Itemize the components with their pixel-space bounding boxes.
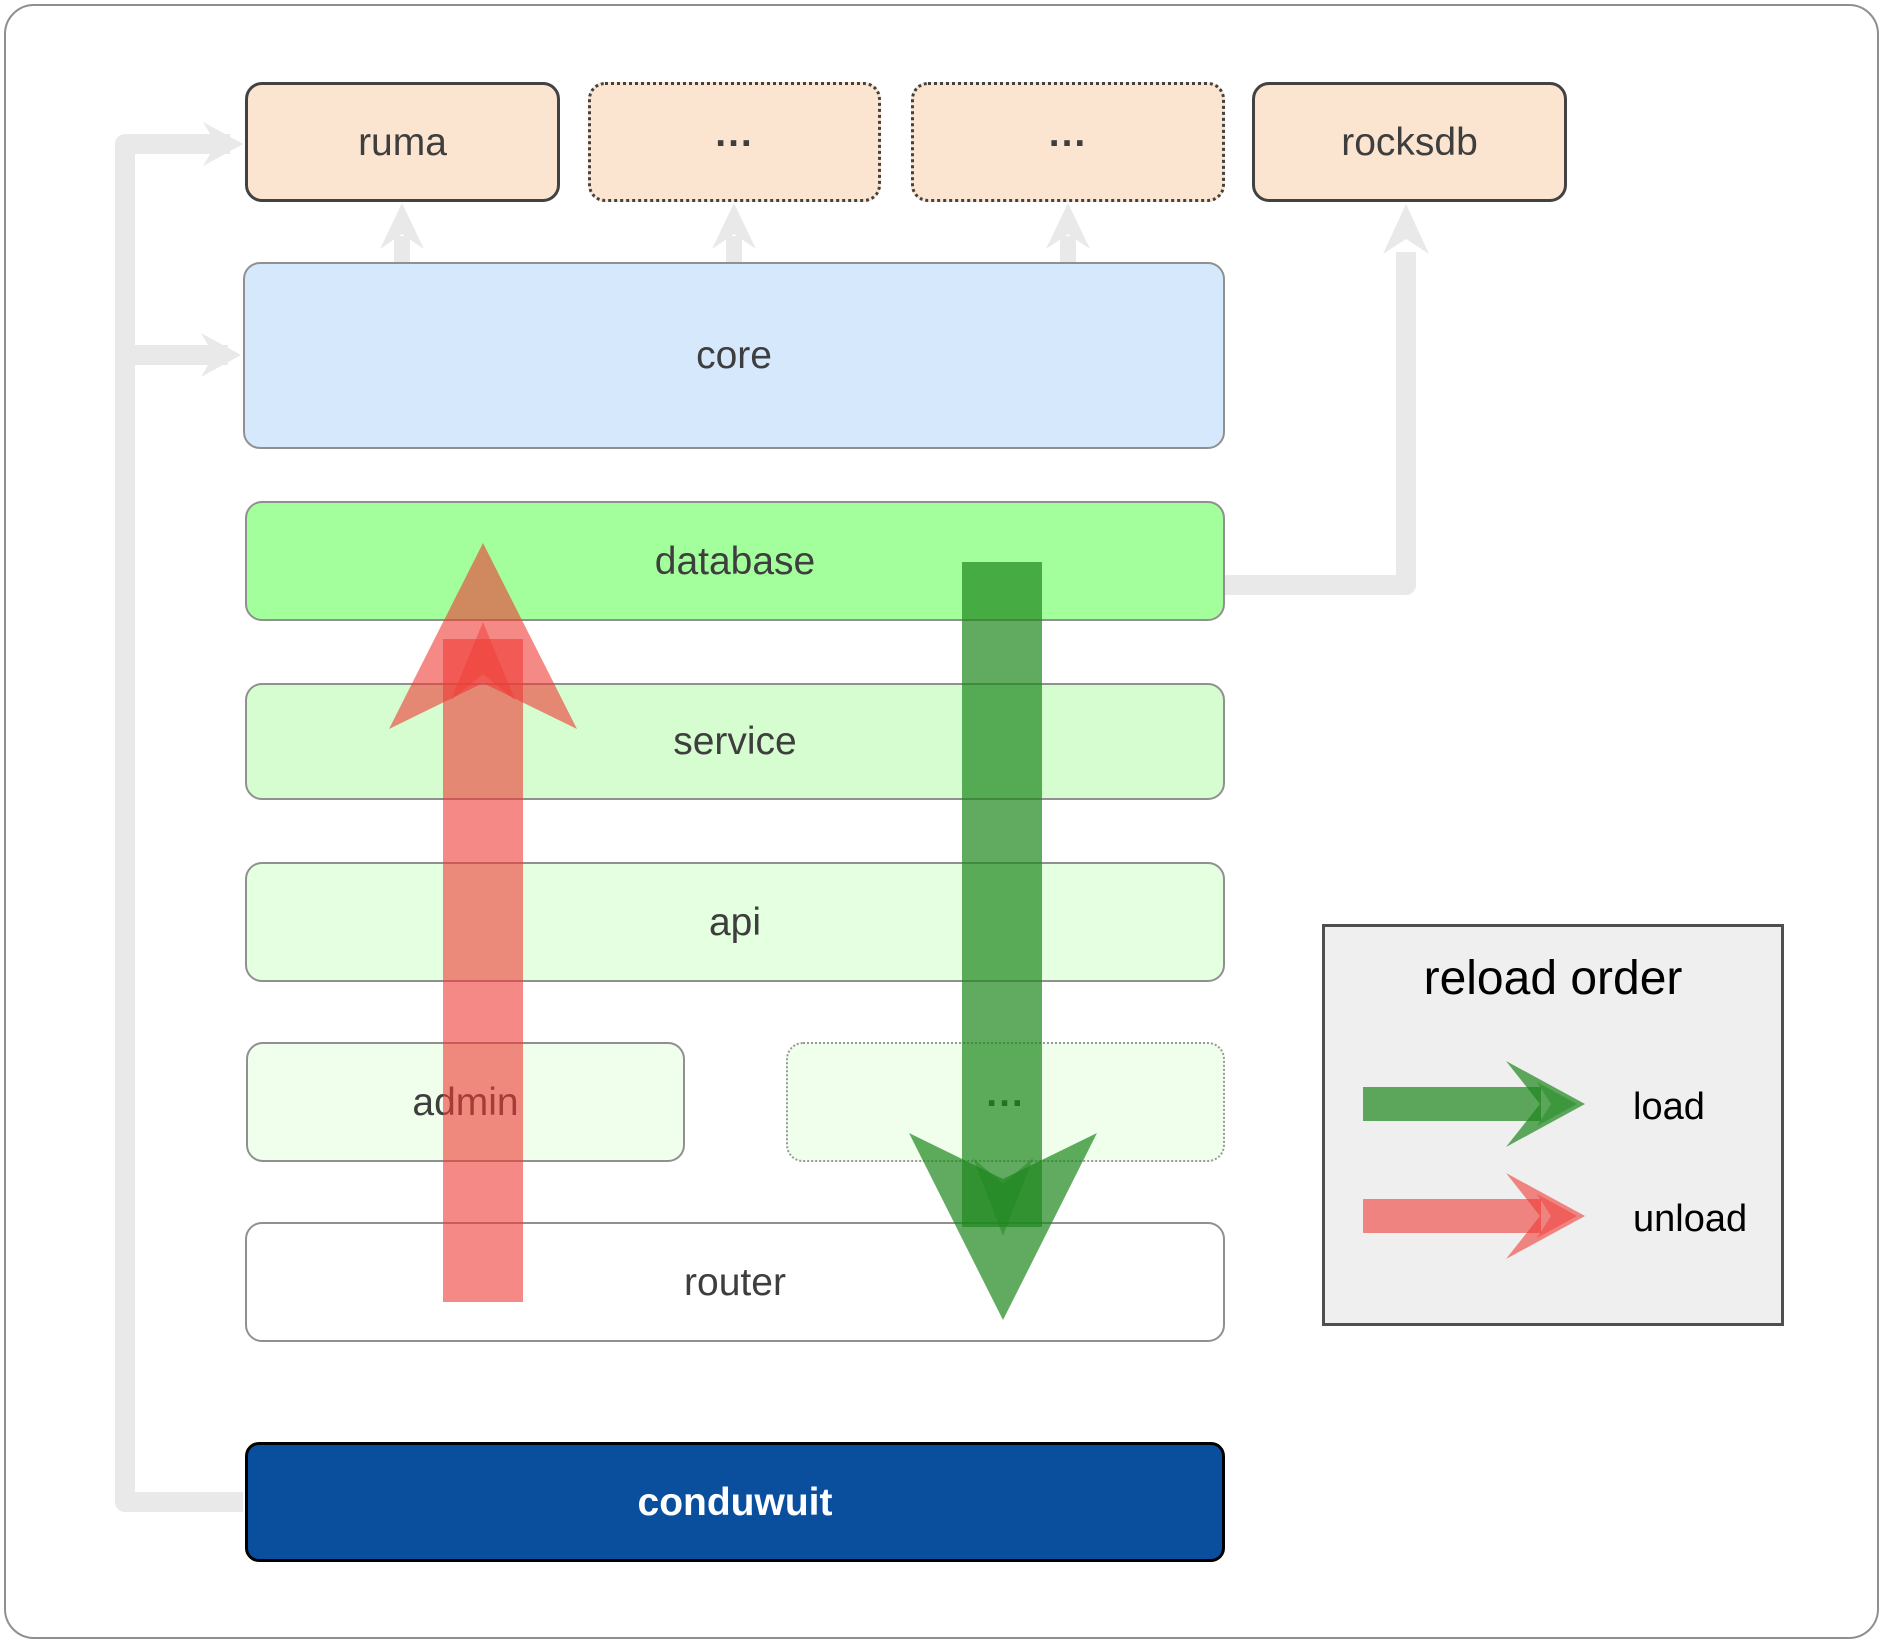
node-database-label: database bbox=[654, 539, 816, 583]
node-conduwuit-label: conduwuit bbox=[637, 1480, 833, 1524]
node-ruma: ruma bbox=[245, 82, 560, 202]
node-admin-label: admin bbox=[412, 1080, 519, 1124]
outer-frame bbox=[4, 4, 1879, 1639]
node-services-more: ... bbox=[786, 1042, 1225, 1162]
legend-panel: reload order load unload bbox=[1322, 924, 1784, 1326]
node-router: router bbox=[245, 1222, 1225, 1342]
node-rocksdb-label: rocksdb bbox=[1341, 120, 1478, 164]
node-admin: admin bbox=[246, 1042, 685, 1162]
legend-title: reload order bbox=[1423, 952, 1683, 1005]
legend-load-label: load bbox=[1633, 1086, 1705, 1128]
node-router-label: router bbox=[684, 1260, 786, 1304]
node-api: api bbox=[245, 862, 1225, 982]
node-core: core bbox=[243, 262, 1225, 449]
node-service-label: service bbox=[673, 720, 797, 763]
node-rocksdb: rocksdb bbox=[1252, 82, 1567, 202]
node-ruma-label: ruma bbox=[358, 120, 447, 164]
node-deps-more-2: ... bbox=[911, 82, 1225, 202]
node-services-more-label: ... bbox=[986, 1071, 1025, 1115]
node-service: service bbox=[245, 683, 1225, 800]
node-deps-more-1-label: ... bbox=[715, 111, 754, 155]
node-conduwuit: conduwuit bbox=[245, 1442, 1225, 1562]
node-deps-more-2-label: ... bbox=[1048, 111, 1088, 155]
node-api-label: api bbox=[708, 900, 762, 944]
node-database: database bbox=[245, 501, 1225, 621]
node-core-label: core bbox=[696, 334, 772, 377]
legend-unload-label: unload bbox=[1633, 1198, 1748, 1240]
node-deps-more-1: ... bbox=[588, 82, 881, 202]
